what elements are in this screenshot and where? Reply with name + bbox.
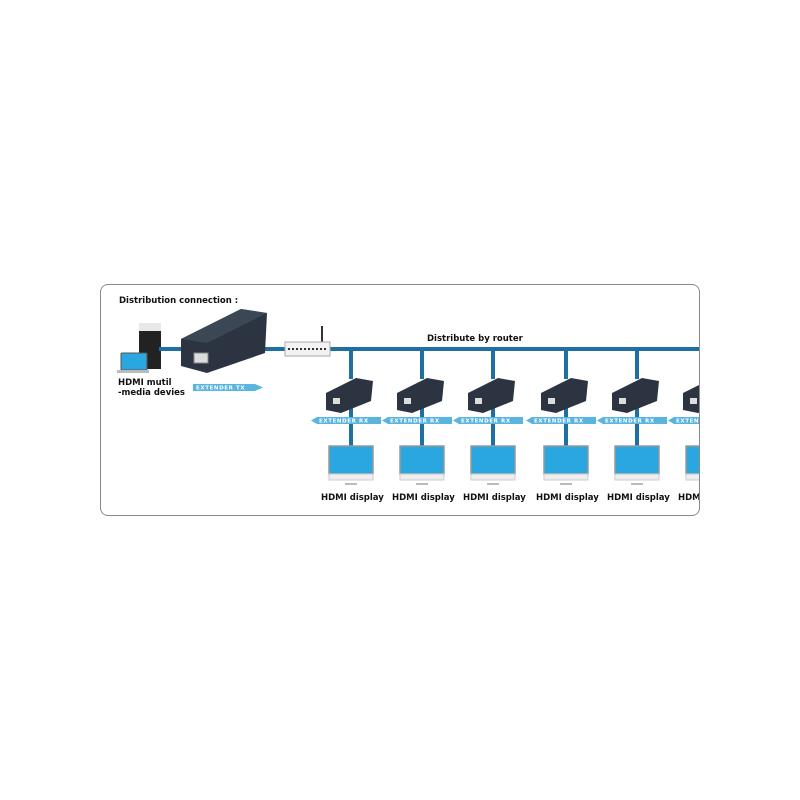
hdmi-display-icon xyxy=(685,445,699,481)
hdmi-display-label: HDMI display xyxy=(678,493,699,503)
diagram-title: Distribution connection : xyxy=(119,296,238,306)
hdmi-display-icon xyxy=(399,445,445,485)
extender-rx-label: EXTENDER RX xyxy=(390,419,440,425)
extender-rx-tag: EXTENDER RX xyxy=(311,417,381,425)
extender-rx-device xyxy=(326,378,373,413)
source-label-line1: HDMI mutil xyxy=(118,378,172,388)
extender-rx-label: EXTENDER RX xyxy=(461,419,511,425)
extender-rx-tag: EXTENDER RX xyxy=(382,417,452,425)
extender-rx-label: EXTENDER RX xyxy=(605,419,655,425)
hdmi-display-label: HDMI display xyxy=(536,493,599,503)
receiver-unit: EXTENDER RX HDMI display xyxy=(597,349,670,503)
source-label-line2: -media devies xyxy=(118,388,185,398)
extender-rx-label: EXTENDER RX xyxy=(676,419,699,425)
router-icon xyxy=(284,326,331,357)
receiver-unit: EXTENDER RX HDMI display xyxy=(382,349,455,503)
extender-tx-tag: EXTENDER TX xyxy=(193,384,263,392)
distribution-diagram: Distribution connection : HDMI mutil -me… xyxy=(100,284,700,516)
hdmi-display-icon xyxy=(543,445,589,485)
receiver-unit: EXTENDER RX HDMI display xyxy=(453,349,526,503)
extender-rx-tag: EXTENDER RX xyxy=(453,417,523,425)
receiver-unit: EXTENDER RX HDMI display xyxy=(668,385,699,503)
media-device-icon xyxy=(117,323,161,373)
hdmi-display-label: HDMI display xyxy=(607,493,670,503)
extender-rx-label: EXTENDER RX xyxy=(319,419,369,425)
receiver-unit: EXTENDER RX HDMI display xyxy=(311,349,384,503)
extender-rx-tag: EXTENDER RX xyxy=(526,417,596,425)
extender-rx-device xyxy=(468,378,515,413)
extender-rx-device xyxy=(612,378,659,413)
hdmi-display-icon xyxy=(328,445,374,485)
receiver-unit: EXTENDER RX HDMI display xyxy=(526,349,599,503)
hdmi-display-icon xyxy=(614,445,660,485)
router-label: Distribute by router xyxy=(427,334,524,344)
extender-rx-device xyxy=(683,385,699,413)
hdmi-display-label: HDMI display xyxy=(463,493,526,503)
extender-rx-device xyxy=(541,378,588,413)
extender-rx-label: EXTENDER RX xyxy=(534,419,584,425)
extender-rx-device xyxy=(397,378,444,413)
diagram-canvas: Distribution connection : HDMI mutil -me… xyxy=(117,296,699,503)
hdmi-display-label: HDMI display xyxy=(321,493,384,503)
extender-tx-device xyxy=(181,309,267,373)
svg-text:EXTENDER TX: EXTENDER TX xyxy=(196,386,245,392)
extender-rx-tag: EXTENDER RX xyxy=(597,417,667,425)
extender-rx-tag: EXTENDER RX xyxy=(668,417,699,425)
hdmi-display-label: HDMI display xyxy=(392,493,455,503)
hdmi-display-icon xyxy=(470,445,516,485)
